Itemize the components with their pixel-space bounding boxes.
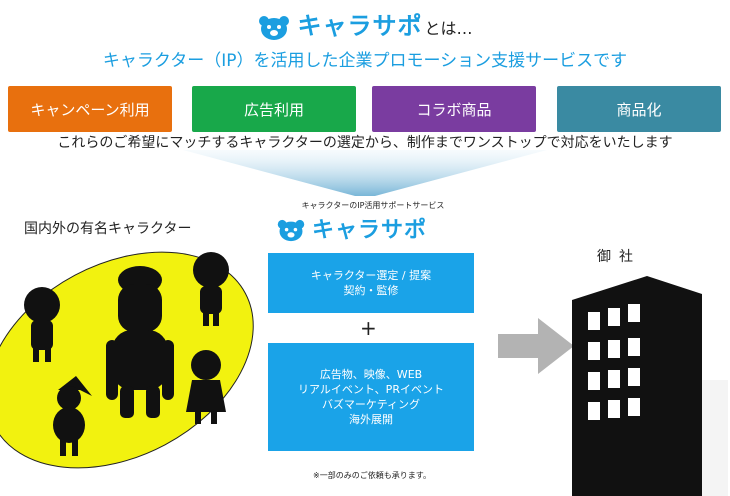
box-selection-contract: キャラクター選定 / 提案 契約・監修 xyxy=(268,253,474,313)
box-production: 広告物、映像、WEB リアルイベント、PRイベント バズマーケティング 海外展開 xyxy=(268,343,474,451)
silhouette-santa xyxy=(53,376,92,456)
silhouette-tall xyxy=(106,266,174,418)
box2-line-3: バズマーケティング xyxy=(321,398,421,411)
bear-logo-icon-small xyxy=(276,219,306,246)
silhouette-girl xyxy=(186,350,226,424)
service-tile-collab: コラボ商品 xyxy=(372,86,536,132)
service-caption: キャラクターのIP活用サポートサービス xyxy=(301,201,445,210)
service-tile-campaign: キャンペーン利用 xyxy=(8,86,172,132)
box2-line-1: 広告物、映像、WEB xyxy=(319,368,423,381)
footnote: ※一部のみのご依頼も承ります。 xyxy=(313,471,431,480)
subtitle: キャラクター（IP）を活用した企業プロモーション支援サービスです xyxy=(102,51,628,71)
box1-line-2: 契約・監修 xyxy=(343,284,399,297)
description: これらのご希望にマッチするキャラクターの選定から、制作までワンストップで対応をい… xyxy=(57,135,673,151)
service-tile-advertising: 広告利用 xyxy=(192,86,356,132)
plus-sign: + xyxy=(360,316,377,340)
silhouette-spiky xyxy=(193,252,229,326)
funnel-graphic xyxy=(183,150,547,196)
box2-line-2: リアルイベント、PRイベント xyxy=(298,383,444,396)
client-label: 御社 xyxy=(597,249,641,265)
box2-line-4: 海外展開 xyxy=(349,413,393,426)
brand-name: キャラサポ xyxy=(297,12,423,40)
header-logo: キャラサポとは… xyxy=(0,6,730,45)
center-brand-name: キャラサポ xyxy=(312,218,428,243)
box1-line-1: キャラクター選定 / 提案 xyxy=(310,269,432,282)
center-logo: キャラサポ xyxy=(276,212,427,246)
right-arrow-icon xyxy=(498,318,574,374)
characters-label: 国内外の有名キャラクター xyxy=(24,221,192,237)
brand-suffix: とは… xyxy=(424,19,473,38)
bear-logo-icon xyxy=(257,15,291,45)
building-icon xyxy=(572,276,728,496)
service-tile-merchandise: 商品化 xyxy=(557,86,721,132)
character-silhouettes xyxy=(0,251,254,469)
silhouette-afro xyxy=(24,287,60,362)
